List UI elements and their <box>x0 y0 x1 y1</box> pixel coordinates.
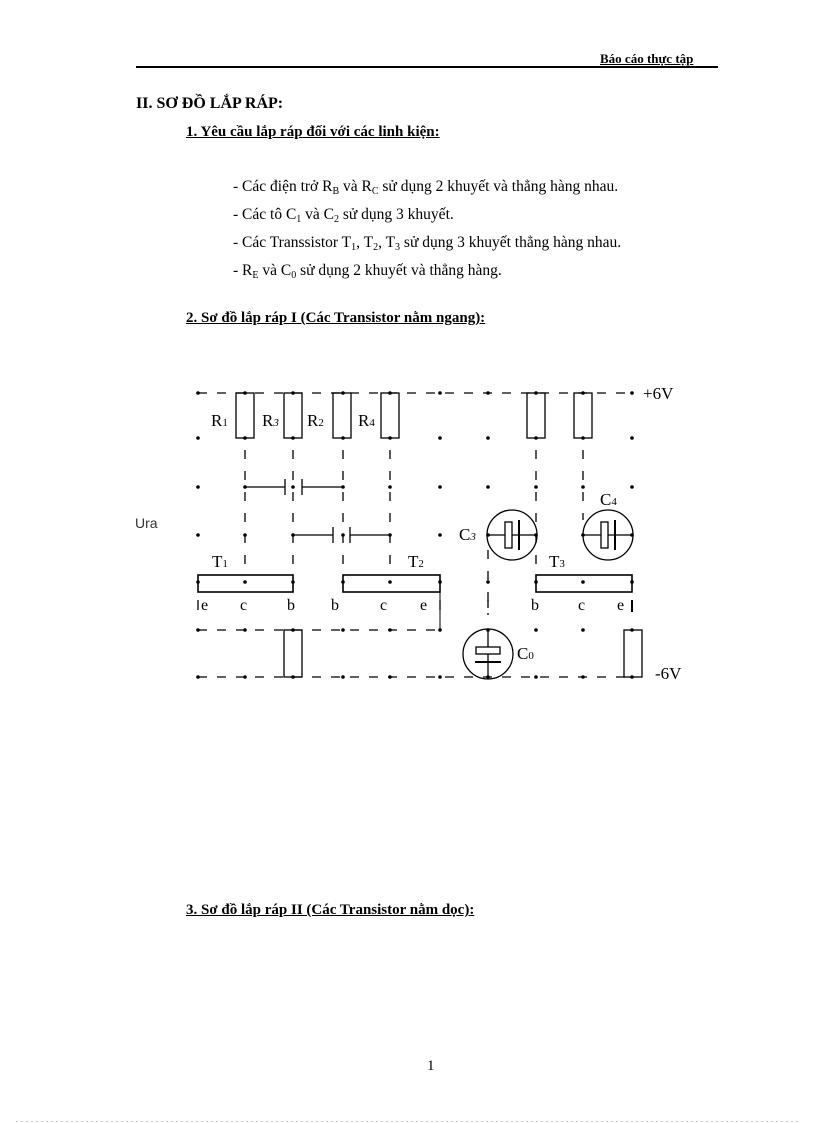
resistor-re <box>283 629 303 678</box>
svg-text:c: c <box>578 597 585 614</box>
requirement-item: - RE và C0 sử dụng 2 khuyết và thẳng hàn… <box>233 262 502 281</box>
svg-text:c: c <box>240 597 247 614</box>
breadboard-layout-diagram: +6V -6V R1 R3 R2 R4 T1 T2 T3 C3 C4 C0 e … <box>196 384 682 683</box>
svg-text:R2: R2 <box>307 411 324 430</box>
transistor-t2 <box>342 574 441 593</box>
resistor-r4 <box>380 392 400 439</box>
svg-text:C4: C4 <box>600 490 617 509</box>
subsection-heading-requirements: 1. Yêu cầu lắp ráp đối với các linh kiện… <box>186 124 440 140</box>
subsection-heading-layout-vertical: 3. Sơ đồ lắp ráp II (Các Transistor nằm … <box>186 902 475 918</box>
requirement-item: - Các điện trở RB và RC sử dụng 2 khuyết… <box>233 178 619 197</box>
transistor-t3 <box>535 574 633 593</box>
svg-text:e: e <box>201 597 208 614</box>
svg-text:C0: C0 <box>517 644 534 663</box>
requirement-item: - Các tô C1 và C2 sử dụng 3 khuyết. <box>233 206 454 225</box>
page-header-title: Báo cáo thực tập <box>600 51 694 66</box>
requirement-item: - Các Transsistor T1, T2, T3 sử dụng 3 k… <box>233 234 622 253</box>
page-bottom-border <box>16 1121 800 1122</box>
svg-text:b: b <box>331 597 339 614</box>
resistor-r1 <box>235 392 255 439</box>
negative-supply-label: -6V <box>655 664 682 683</box>
svg-text:b: b <box>287 597 295 614</box>
svg-text:T1: T1 <box>212 552 228 571</box>
positive-supply-label: +6V <box>643 384 674 403</box>
svg-text:b: b <box>531 597 539 614</box>
header-divider <box>136 66 718 68</box>
page-number: 1 <box>427 1058 435 1074</box>
svg-text:e: e <box>617 597 624 614</box>
svg-text:C3: C3 <box>459 525 476 544</box>
section-title: II. SƠ ĐỒ LẮP RÁP: <box>136 95 284 112</box>
resistor-re3 <box>623 629 643 678</box>
requirements-list: - Các điện trở RB và RC sử dụng 2 khuyết… <box>233 173 621 285</box>
resistor-r5 <box>573 392 593 439</box>
output-label: Ura <box>135 515 158 531</box>
svg-text:R1: R1 <box>211 411 228 430</box>
resistor-r2 <box>332 392 352 439</box>
svg-text:e: e <box>420 597 427 614</box>
svg-text:c: c <box>380 597 387 614</box>
svg-text:T2: T2 <box>408 552 424 571</box>
svg-text:R3: R3 <box>262 411 279 430</box>
svg-text:T3: T3 <box>549 552 565 571</box>
resistor-rc3 <box>526 392 546 439</box>
svg-text:R4: R4 <box>358 411 375 430</box>
resistor-r3 <box>283 392 303 439</box>
subsection-heading-layout-horizontal: 2. Sơ đồ lắp ráp I (Các Transistor nằm n… <box>186 310 486 326</box>
